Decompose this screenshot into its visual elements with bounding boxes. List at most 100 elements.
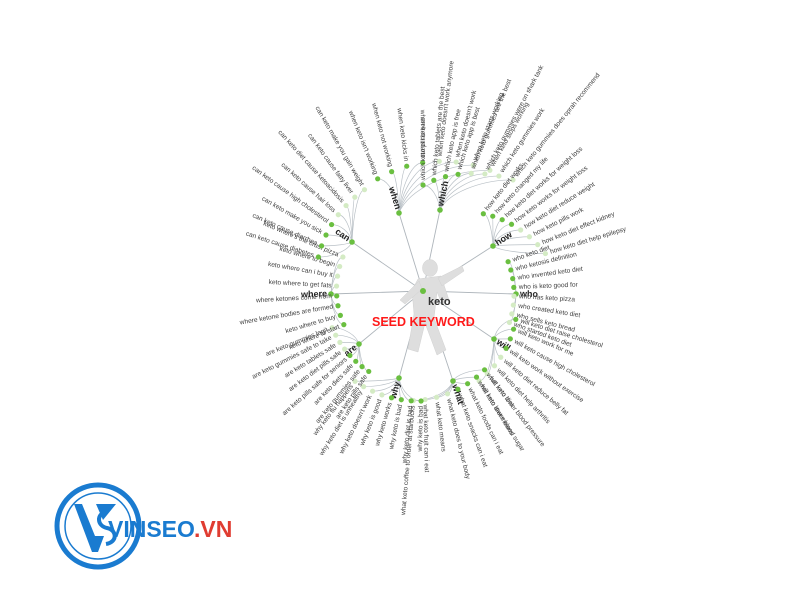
keyword-label: what keto means (433, 401, 446, 453)
link-line (398, 162, 423, 214)
keyword-node (366, 368, 372, 375)
keyword-node (510, 302, 516, 308)
keyword-label: when keto kicks in (395, 107, 409, 162)
branch-label: where (300, 289, 327, 300)
link-line (483, 213, 494, 247)
keyword-node (333, 332, 339, 338)
link-line (510, 269, 517, 295)
keyword-label: how keto diet help epilepsy (549, 226, 627, 256)
keyword-node (398, 397, 404, 403)
keyword-node (465, 381, 471, 387)
brand-text-domain: .VN (194, 516, 232, 542)
keyword-node (444, 391, 451, 397)
keyword-node (507, 336, 513, 342)
keyword-node (352, 194, 358, 200)
keyword-node (343, 202, 349, 209)
keyword-node (337, 263, 343, 270)
keyword-node (482, 171, 488, 177)
keyword-node (369, 388, 376, 394)
keyword-node (431, 177, 437, 183)
keyword-node (499, 217, 505, 223)
center-label: keto (428, 296, 451, 308)
keyword-node (379, 392, 385, 398)
keyword-node (334, 293, 340, 299)
keyword-node (340, 254, 346, 260)
keyword-node (535, 242, 541, 248)
keyword-node (542, 250, 549, 257)
keyword-node (442, 174, 449, 180)
link-line (398, 160, 440, 214)
keyword-node (347, 352, 353, 359)
keyword-node (328, 221, 335, 228)
keyword-node (420, 182, 426, 188)
keyword-node (408, 398, 414, 404)
keyword-label: when keto starts (419, 109, 426, 159)
keyword-label: which keto pill is best (420, 118, 427, 181)
keyword-node (389, 169, 395, 175)
link-line (321, 241, 353, 247)
keyword-node (484, 371, 490, 377)
keyword-node (318, 243, 325, 249)
keyword-node (511, 284, 517, 290)
keyword-node (352, 378, 358, 384)
keyword-node (506, 319, 513, 326)
keyword-node (496, 173, 502, 179)
keyword-node (498, 354, 504, 360)
center-node (420, 288, 426, 294)
keyword-node (341, 322, 347, 328)
keyword-node (518, 227, 524, 233)
keyword-node (359, 364, 365, 370)
branch-node (491, 336, 497, 342)
keyword-label: keto where to get fats (268, 279, 332, 290)
branch-node (328, 291, 334, 297)
keyword-node (508, 221, 515, 227)
keyword-node (375, 176, 381, 182)
keyword-node (420, 160, 426, 166)
keyword-label: who has keto pizza (518, 293, 576, 303)
link-line (452, 376, 477, 382)
keyword-node (480, 211, 486, 217)
branch-node (450, 378, 456, 384)
keyword-node (508, 267, 514, 273)
keyword-node (470, 162, 476, 168)
trunk-line (351, 241, 424, 292)
keyword-label: why keto is bad (417, 406, 425, 453)
keyword-node (453, 159, 459, 165)
keyword-node (342, 346, 348, 352)
keyword-node (526, 234, 533, 240)
keyword-node (436, 158, 442, 164)
keyword-node (510, 177, 516, 183)
branch-label: which (435, 180, 450, 208)
link-line (398, 169, 490, 214)
branch-node (396, 210, 402, 216)
trunk-line (358, 290, 424, 345)
keyword-node (335, 212, 341, 218)
keyword-node (388, 395, 395, 401)
keyword-node (334, 273, 341, 279)
keyword-node (360, 384, 367, 390)
branch-node (396, 375, 402, 381)
keyword-node (510, 326, 517, 332)
keyword-node (513, 316, 519, 322)
branch-node (349, 239, 355, 245)
branch-node (437, 207, 443, 213)
keyword-label: who is keto good for (518, 282, 579, 291)
person-silhouette (399, 259, 465, 356)
keyword-node (481, 367, 488, 373)
keyword-node (490, 213, 496, 219)
link-line (439, 173, 485, 211)
keyword-node (422, 396, 428, 403)
keyword-node (433, 394, 440, 400)
keyword-node (455, 386, 461, 392)
branch-label: who (519, 288, 539, 299)
link-line (439, 175, 499, 211)
vinseo-logo: VINSEO .VN (54, 482, 232, 570)
branch-node (490, 243, 496, 249)
keyword-node (323, 232, 329, 238)
link-line (398, 164, 474, 214)
link-line (398, 161, 457, 214)
keyword-node (333, 283, 340, 289)
